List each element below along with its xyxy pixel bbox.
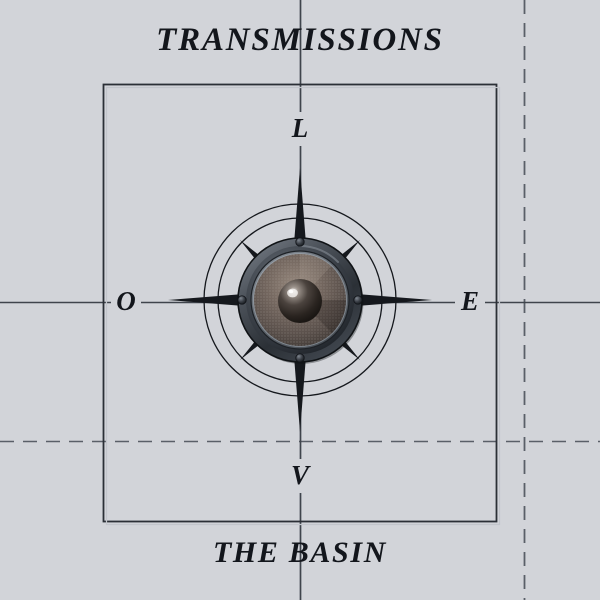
cardinal-letter-north: L: [280, 115, 320, 142]
screw-icon: [353, 295, 363, 305]
screw-icon: [295, 237, 305, 247]
speaker-driver: [237, 237, 364, 364]
speaker-dome-highlight: [287, 288, 298, 298]
cardinal-letter-west: O: [106, 288, 146, 315]
speaker-dome: [278, 279, 322, 323]
screw-icon: [237, 295, 247, 305]
cardinal-letter-east: E: [450, 288, 490, 315]
compass-rose: [168, 168, 432, 432]
page-title: TRANSMISSIONS: [156, 22, 444, 58]
screw-icon: [295, 353, 305, 363]
cardinal-letter-south: V: [280, 462, 320, 489]
artist-name: THE BASIN: [212, 536, 388, 569]
